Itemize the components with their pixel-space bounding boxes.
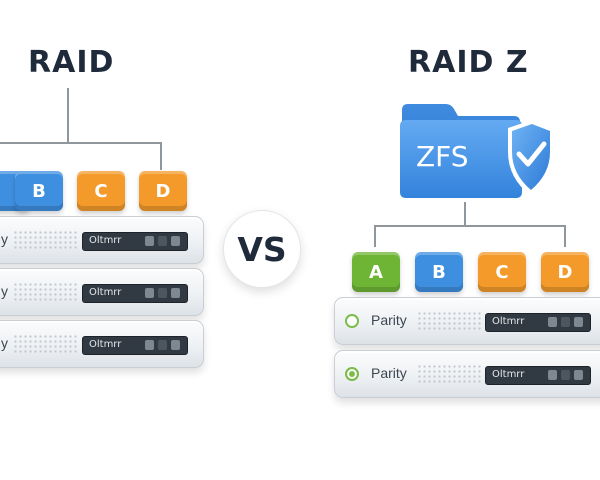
status-panel: Oltmrr [82,232,188,251]
unit-label: y [1,283,8,299]
raidz-disk-d: D [541,252,589,292]
raidz-title: RAID Z [408,45,529,80]
vs-badge: VS [223,210,301,288]
raidz-parity-unit-2: Parity Oltmrr [334,350,600,398]
status-panel: Oltmrr [485,313,591,332]
status-led [345,367,359,381]
raid-server-unit-3: y Oltmrr [0,320,204,368]
raid-server-unit-1: y Oltmrr [0,216,204,264]
raidz-disk-a: A [352,252,400,292]
unit-label: Parity [371,312,407,328]
zfs-folder-icon: ZFS [396,100,556,204]
raid-title: RAID [28,45,115,80]
raid-disk-d: D [139,171,187,211]
status-panel: Oltmrr [485,366,591,385]
raidz-parity-unit-1: Parity Oltmrr [334,297,600,345]
raidz-disk-b: B [415,252,463,292]
status-panel: Oltmrr [82,284,188,303]
status-panel: Oltmrr [82,336,188,355]
zfs-label: ZFS [416,140,469,173]
unit-label: y [1,231,8,247]
status-led [345,314,359,328]
unit-label: Parity [371,365,407,381]
raid-disk-c: C [77,171,125,211]
raidz-disk-c: C [478,252,526,292]
raid-server-unit-2: y Oltmrr [0,268,204,316]
unit-label: y [1,335,8,351]
raid-disk-b: B [15,171,63,211]
